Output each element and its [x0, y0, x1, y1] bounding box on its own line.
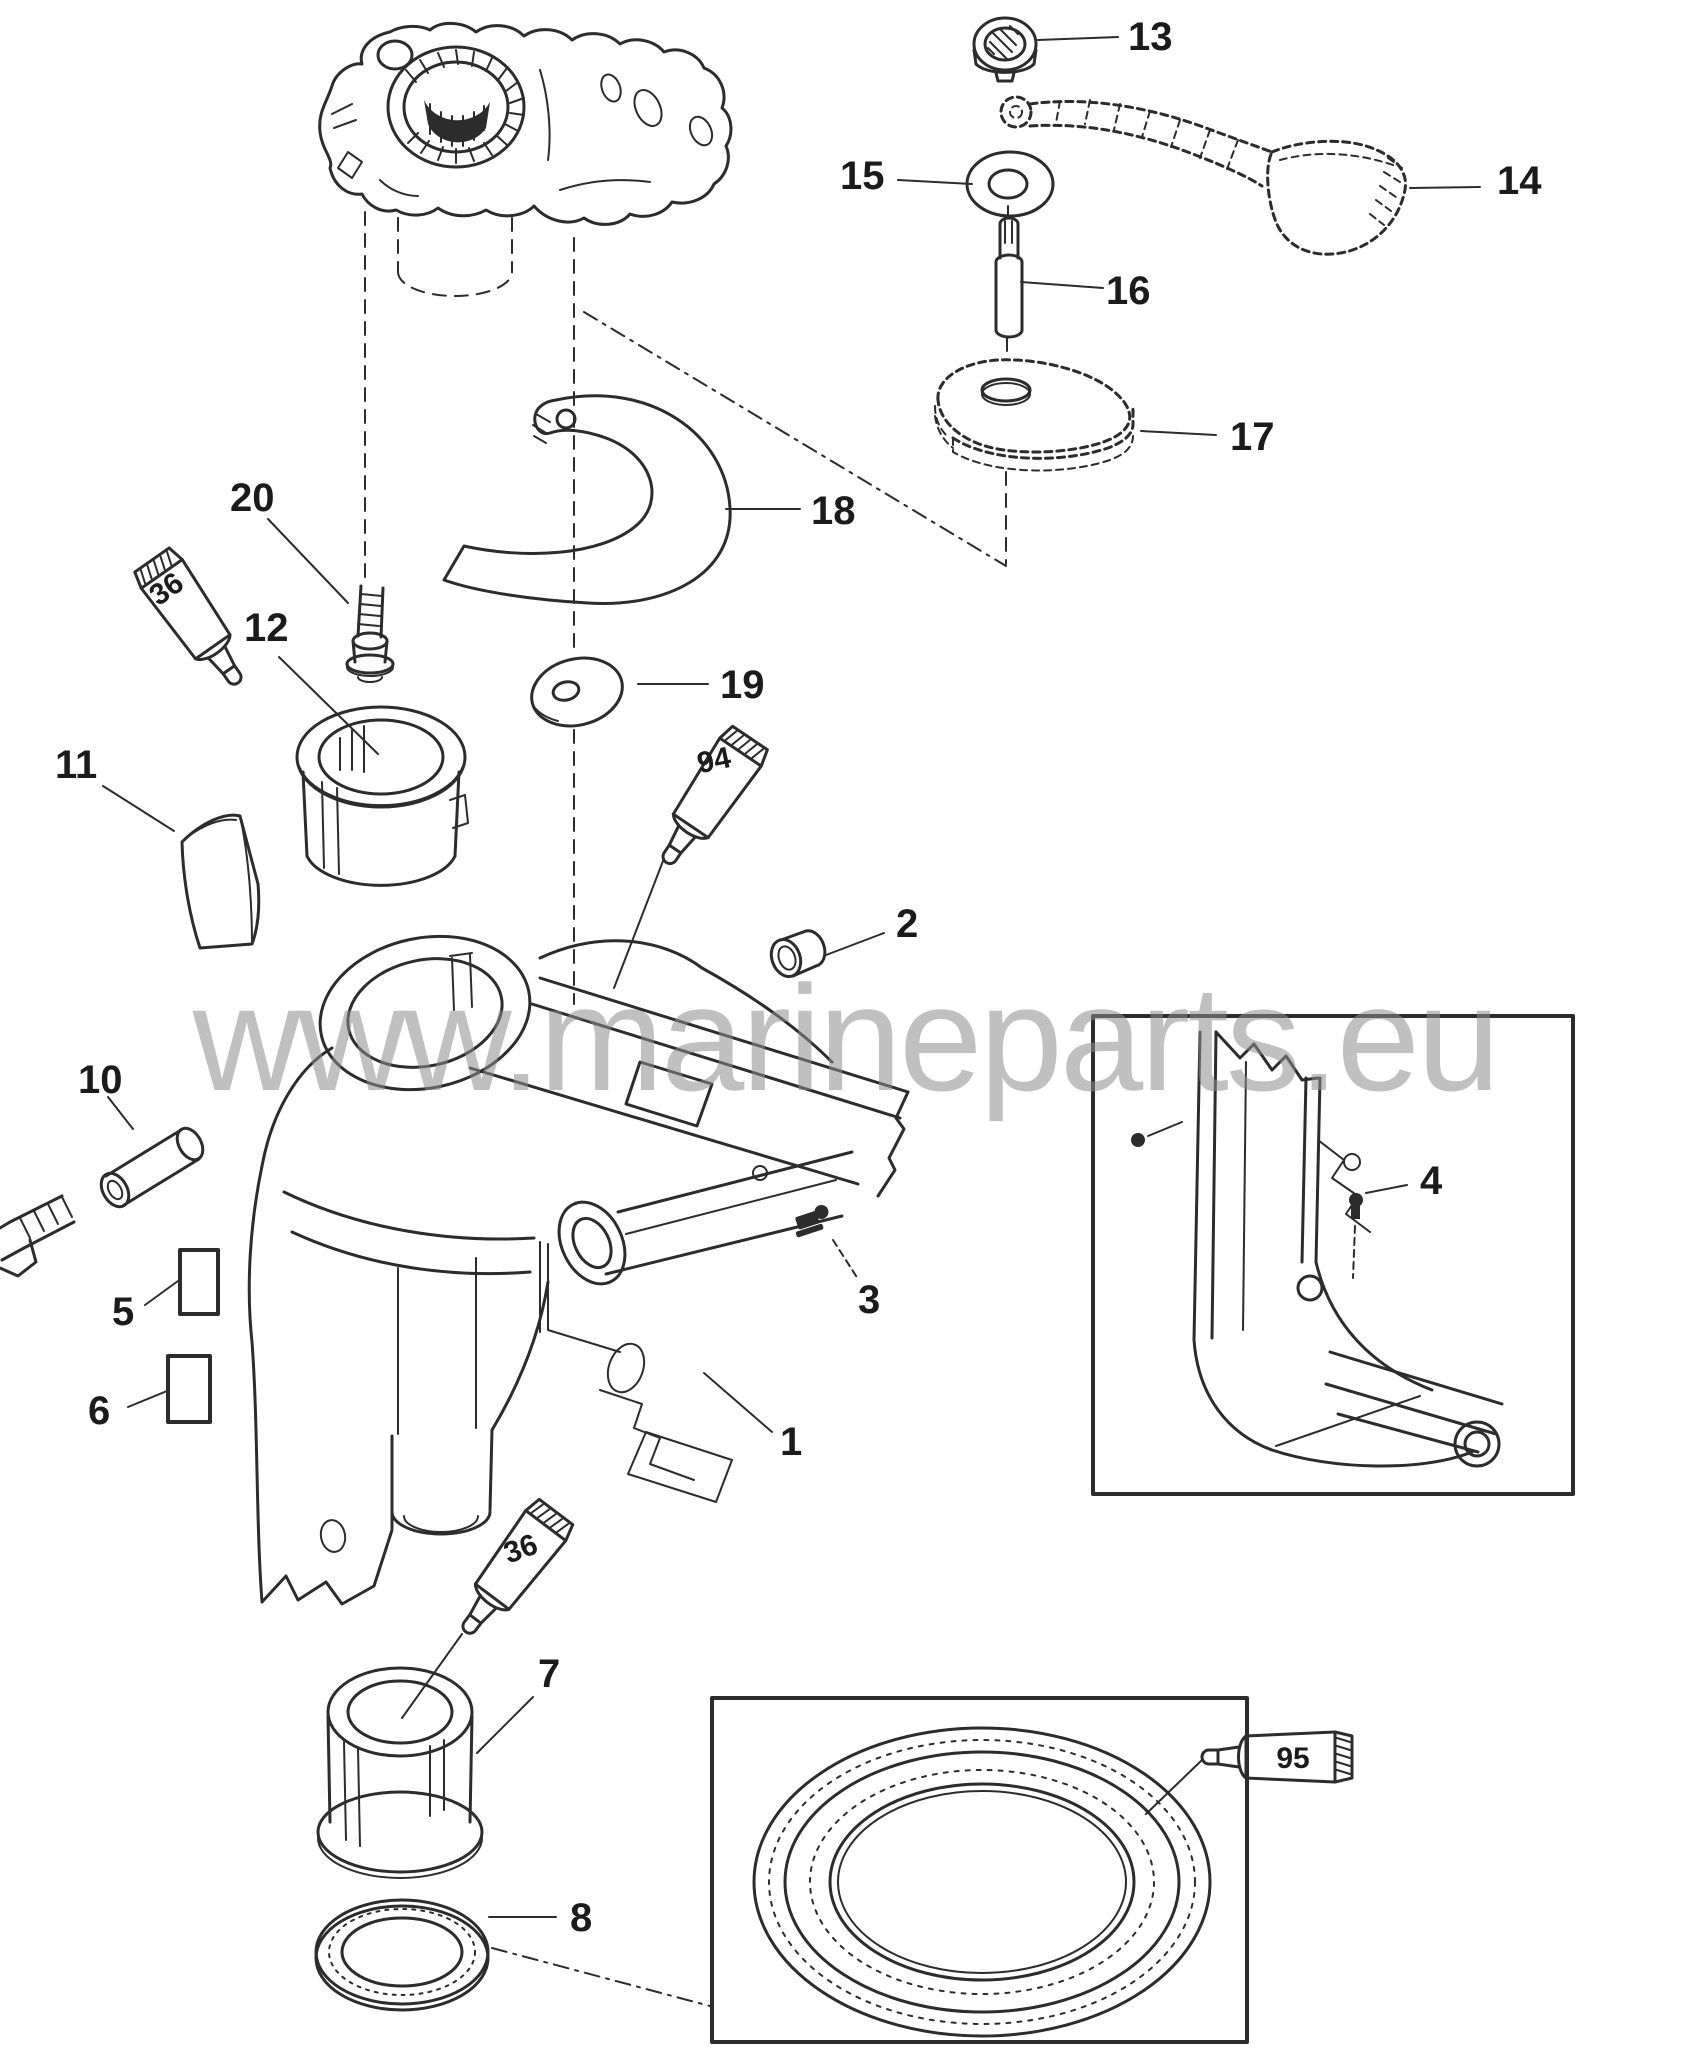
tube-label-95: 95 [1276, 1742, 1309, 1775]
part-label-7: 7 [538, 1652, 560, 1696]
bolt-9-partial [0, 1194, 76, 1278]
part-label-6: 6 [88, 1389, 110, 1433]
pivot-pin-16 [994, 216, 1024, 339]
part-label-13: 13 [1128, 15, 1173, 59]
part-label-4: 4 [1420, 1159, 1443, 1203]
bushing-7 [316, 1666, 484, 1879]
pivot-pin-10 [99, 1126, 205, 1209]
bolt-20 [345, 584, 395, 683]
part-label-18: 18 [811, 489, 856, 533]
tube-95-applicator-line [1145, 1759, 1203, 1815]
grease-tube-36a [130, 544, 261, 699]
decal-6 [166, 1354, 212, 1424]
grease-fitting-3 [795, 1204, 829, 1238]
bushing-12 [295, 705, 469, 887]
part-label-3: 3 [858, 1278, 880, 1322]
part-label-10: 10 [78, 1058, 123, 1102]
part-label-19: 19 [720, 663, 765, 707]
tube-label-36b: 36 [499, 1528, 542, 1570]
steering-lever-14 [999, 95, 1407, 256]
part-label-12: 12 [244, 606, 289, 650]
tube-labels: 36 94 36 95 [143, 566, 1309, 1775]
inset-detail-box-2 [710, 1696, 1249, 2044]
tube-94-applicator-line [613, 860, 664, 989]
ghost-cylinder-outline [397, 217, 513, 297]
tube-36b-applicator-line [401, 1633, 463, 1719]
washer-19 [530, 656, 624, 728]
part-label-20: 20 [230, 476, 275, 520]
part-label-11: 11 [55, 743, 97, 787]
wedge-trim-11 [180, 813, 261, 950]
seal-ring-8 [314, 1898, 490, 2012]
part-label-14: 14 [1497, 159, 1542, 203]
swivel-bracket-1 [247, 934, 910, 1606]
decal-5 [178, 1248, 220, 1316]
part-label-5: 5 [112, 1290, 134, 1334]
part-label-15: 15 [840, 154, 885, 198]
watermark: www.marineparts.eu [192, 954, 1498, 1122]
bracket-side-view [1131, 1030, 1504, 1468]
leader-lines [102, 36, 1481, 1918]
part-labels: 1 2 3 4 5 6 7 8 10 11 12 13 14 15 16 17 … [55, 15, 1542, 1940]
locknut-13 [972, 16, 1038, 83]
upper-mount-casting [318, 22, 733, 226]
part-label-2: 2 [896, 902, 918, 946]
washer-15 [965, 150, 1055, 218]
inset-detail-box-1 [1091, 1014, 1575, 1496]
grease-tube-36b [444, 1495, 578, 1649]
part-label-16: 16 [1106, 269, 1151, 313]
tube-label-94: 94 [694, 741, 734, 780]
plug-2 [769, 929, 827, 978]
part-label-8: 8 [570, 1896, 592, 1940]
retainer-plate-18 [442, 394, 732, 606]
large-seal-ring [752, 1726, 1212, 2038]
part-label-1: 1 [780, 1420, 802, 1464]
part-label-17: 17 [1230, 415, 1275, 459]
cam-plate-17 [934, 358, 1135, 472]
